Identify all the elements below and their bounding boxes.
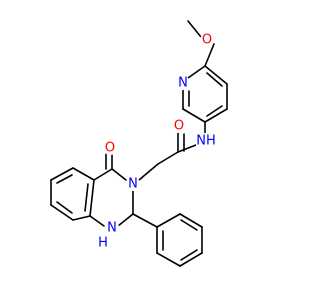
bond-methyl-o [187, 20, 202, 38]
amide-nitrogen: NH [196, 133, 216, 149]
bond-benzo-inner-2 [56, 201, 73, 214]
amide-oxygen: O [172, 119, 186, 134]
atom-label-ring-n1-h: H [98, 236, 108, 251]
bond-ch2-n3 [138, 163, 159, 181]
bond-c4-c4a [93, 168, 113, 181]
bond-nh-carbonyl [177, 144, 197, 153]
bond-c4a-c8a [89, 179, 95, 217]
bond-c4a-c5 [72, 167, 95, 181]
bond-benzo-inner-3 [84, 183, 89, 212]
atom-label-ring-n3: N [128, 177, 138, 192]
atom-label-methoxy-o: O [202, 33, 212, 48]
bond-o-pyridine [204, 43, 215, 67]
bond-c2-n1 [117, 213, 134, 227]
ring-n1-hydrogen: H [96, 236, 110, 251]
molecule-structure: O N NH O N O H N [50, 20, 228, 267]
bond-ph-6 [156, 213, 181, 228]
bond-py-c5-c4 [204, 108, 228, 123]
bond-py-inner-3 [206, 72, 223, 87]
bond-py-c6-c5 [182, 108, 206, 123]
ring-n1: N [105, 221, 119, 236]
bond-n3-c4 [111, 168, 127, 181]
bond-py-c2-n1 [187, 65, 206, 79]
methoxy-oxygen: O [200, 33, 214, 48]
bond-layer [50, 20, 228, 267]
bond-c2-phenyl [132, 213, 158, 228]
atom-label-pyridine-n: N [178, 76, 188, 91]
atom-layer: O N NH O N O H N [96, 33, 216, 251]
bond-c7-c8 [50, 204, 74, 221]
atom-label-amide-nh: NH [196, 134, 216, 149]
pyridine-nitrogen: N [176, 76, 190, 91]
atom-label-ring-n1: N [107, 221, 117, 236]
bond-ph-inner-2 [180, 249, 198, 261]
bond-c5-c6 [50, 167, 74, 181]
atom-label-ring-c4-o: O [105, 141, 115, 156]
bond-py-inner-2 [206, 105, 223, 117]
ring-n3: N [126, 177, 140, 192]
bond-n1-c8a [89, 215, 105, 227]
bond-ph-2 [156, 252, 181, 267]
bond-py-c3-c2 [204, 65, 228, 85]
bond-ph-inner-3 [180, 219, 198, 231]
carbonyl-oxygen: O [103, 141, 117, 156]
bond-carbonyl-ch2 [157, 151, 179, 165]
atom-label-amide-o: O [174, 119, 184, 134]
bond-benzo-inner-1 [56, 174, 73, 184]
bond-c8-c8a [72, 215, 91, 221]
bond-ph-3 [179, 252, 203, 267]
bond-ph-5 [179, 213, 203, 228]
